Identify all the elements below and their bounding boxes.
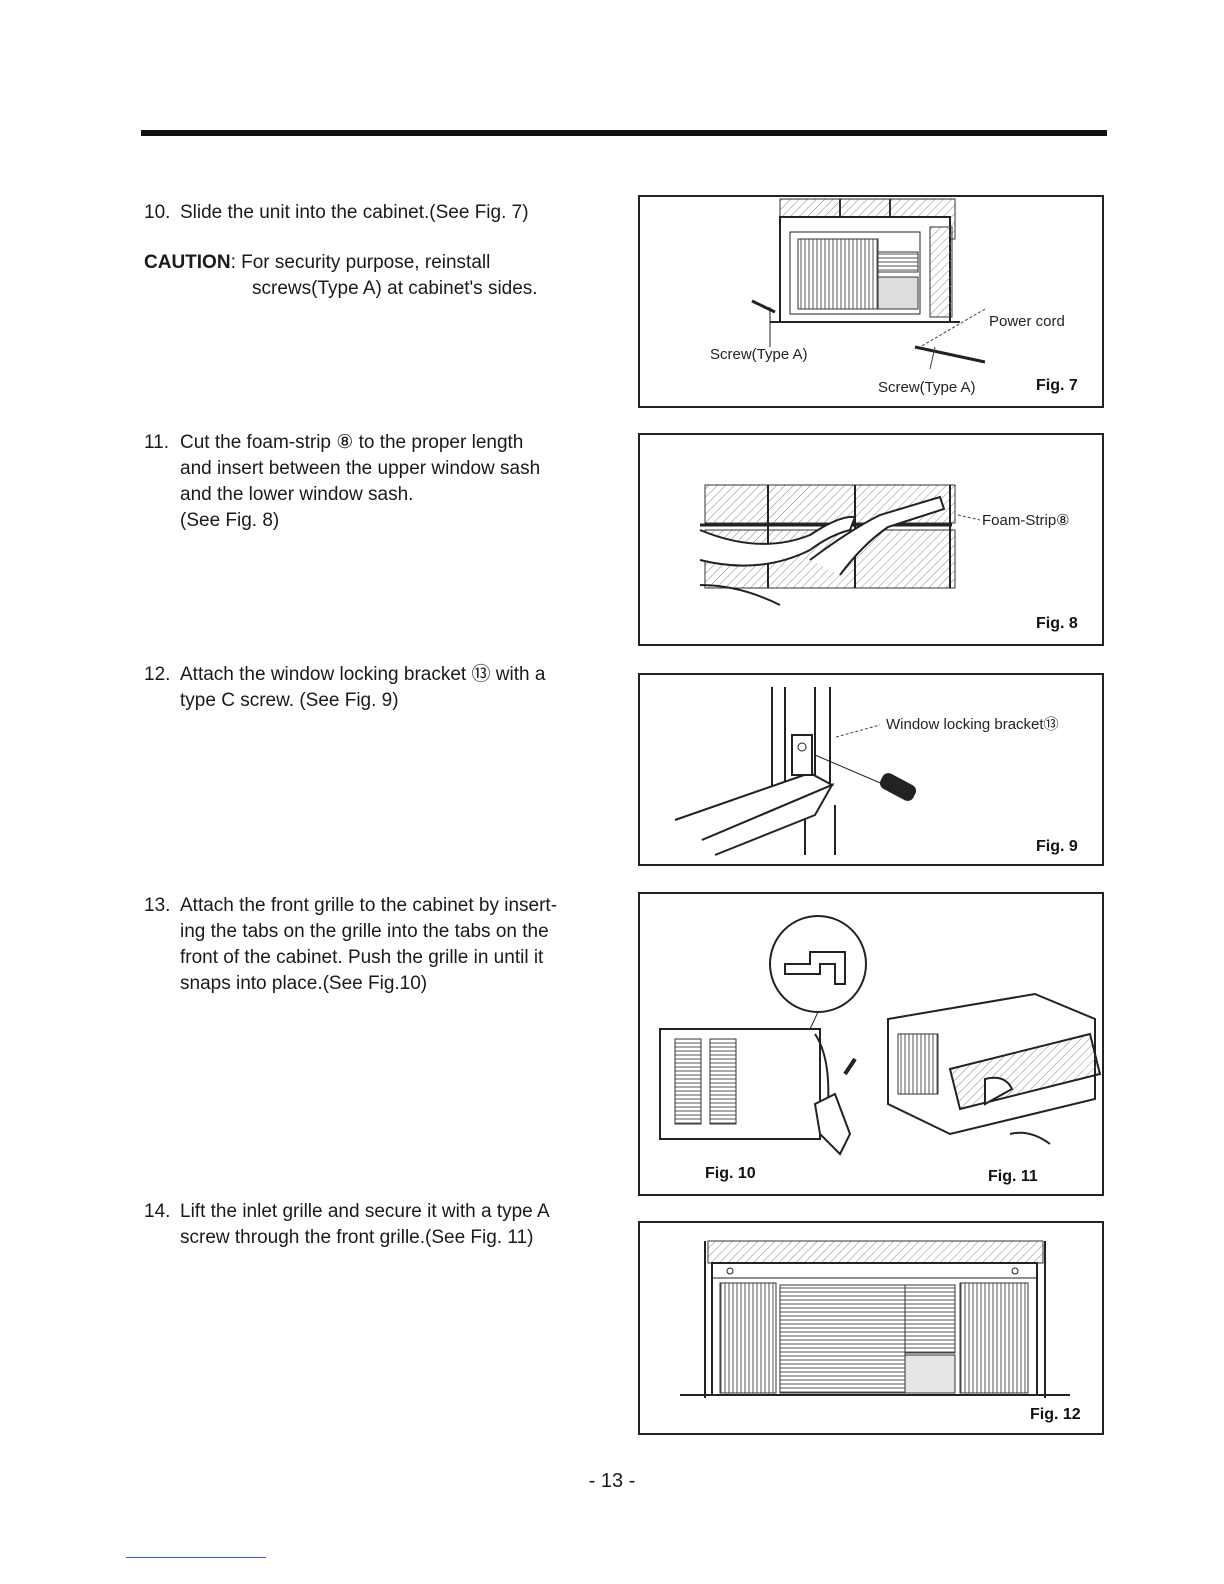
step-text: Cut the foam-strip ⑧ to the proper lengt…: [180, 432, 524, 453]
foam-strip-insertion-illustration: [699, 484, 981, 606]
foam-strip-label: Foam-Strip⑧: [982, 512, 1070, 529]
figure-7: Power cord Screw(Type A) Screw(Type A) F…: [638, 195, 1104, 408]
step-number: 10.: [144, 202, 171, 223]
step-text: snaps into place.(See Fig.10): [180, 973, 428, 994]
bottom-link-underline: [126, 1557, 266, 1558]
step-text: screw through the front grille.(See Fig.…: [180, 1227, 534, 1248]
page-number: - 13 -: [588, 1470, 636, 1492]
power-cord-label: Power cord: [989, 313, 1065, 330]
bracket-label: Window locking bracket⑬: [886, 716, 1059, 733]
caution-note: CAUTION: For security purpose, reinstall…: [144, 250, 614, 302]
step-text: front of the cabinet. Push the grille in…: [180, 947, 544, 968]
figure-12: Fig. 12: [638, 1221, 1104, 1435]
step-number: 12.: [144, 664, 171, 685]
caution-text: screws(Type A) at cabinet's sides.: [252, 278, 538, 299]
step-text: and insert between the upper window sash: [180, 458, 541, 479]
step-text: Slide the unit into the cabinet.(See Fig…: [180, 202, 529, 223]
figure-caption: Fig. 9: [1036, 838, 1078, 855]
screw-label-left: Screw(Type A): [710, 346, 808, 363]
step-14: 14. Lift the inlet grille and secure it w…: [144, 1199, 614, 1251]
step-12: 12. Attach the window locking bracket ⑬ w…: [144, 662, 614, 714]
step-text: ing the tabs on the grille into the tabs…: [180, 921, 549, 942]
step-number: 14.: [144, 1201, 171, 1222]
figure-caption: Fig. 12: [1030, 1406, 1081, 1423]
caution-label: CAUTION: [144, 252, 231, 273]
step-number: 11.: [144, 432, 170, 453]
step-text: type C screw. (See Fig. 9): [180, 690, 399, 711]
figure-caption-left: Fig. 10: [705, 1165, 756, 1182]
figure-10-11: Fig. 10 Fig. 11: [638, 892, 1104, 1196]
header-rule: [141, 130, 1107, 136]
step-text: (See Fig. 8): [180, 510, 280, 531]
step-text: Attach the front grille to the cabinet b…: [180, 895, 558, 916]
step-number: 13.: [144, 895, 171, 916]
step-text: Lift the inlet grille and secure it with…: [180, 1201, 550, 1222]
figure-caption: Fig. 8: [1036, 615, 1078, 632]
step-11: 11. Cut the foam-strip ⑧ to the proper le…: [144, 430, 614, 534]
caution-text: For security purpose, reinstall: [241, 252, 491, 273]
step-10: 10. Slide the unit into the cabinet.(See …: [144, 200, 614, 226]
figure-caption: Fig. 7: [1036, 377, 1078, 394]
front-grille-installation-illustration: [659, 915, 1102, 1156]
window-locking-bracket-illustration: [674, 687, 917, 856]
figure-9: Window locking bracket⑬ Fig. 9: [638, 673, 1104, 866]
figure-8: Foam-Strip⑧ Fig. 8: [638, 433, 1104, 646]
step-text: Attach the window locking bracket ⑬ with…: [180, 664, 546, 685]
step-text: and the lower window sash.: [180, 484, 414, 505]
screw-label-right: Screw(Type A): [878, 379, 976, 396]
air-conditioner-installed-illustration: [751, 198, 986, 370]
step-13: 13. Attach the front grille to the cabine…: [144, 893, 614, 997]
figure-caption-right: Fig. 11: [988, 1168, 1038, 1185]
inlet-grille-secured-illustration: [680, 1240, 1070, 1398]
